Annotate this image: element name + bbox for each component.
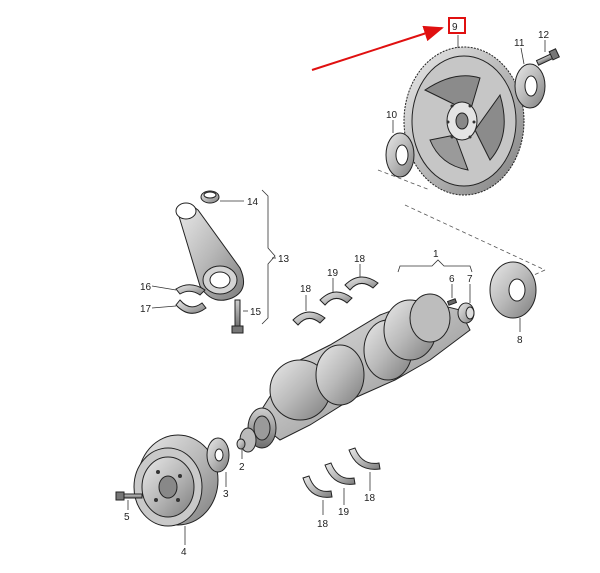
vibration-damper-pulley bbox=[133, 434, 219, 527]
washer-plate-10 bbox=[385, 132, 415, 178]
callout-17: 17 bbox=[140, 304, 152, 315]
bushing-14 bbox=[200, 190, 220, 204]
callout-18-lower-left: 18 bbox=[317, 519, 329, 530]
seal-7 bbox=[457, 302, 475, 324]
connecting-rod bbox=[175, 202, 245, 301]
bearing-shell-18-lower-left bbox=[302, 475, 333, 498]
callout-14: 14 bbox=[247, 197, 259, 208]
callout-18-lower-right: 18 bbox=[364, 493, 376, 504]
callout-1: 1 bbox=[433, 249, 439, 260]
sensor-wheel-8 bbox=[489, 261, 537, 319]
washer-3 bbox=[206, 437, 230, 473]
callout-6: 6 bbox=[449, 274, 455, 285]
rod-bolt-15 bbox=[231, 299, 244, 334]
callout-9: 9 bbox=[452, 22, 458, 33]
drive-plate bbox=[403, 46, 525, 196]
callout-15: 15 bbox=[250, 307, 262, 318]
highlight-arrow bbox=[311, 25, 444, 71]
bearing-shell-18-lower-right bbox=[348, 447, 381, 470]
key-2 bbox=[236, 438, 246, 450]
callout-3: 3 bbox=[223, 489, 229, 500]
leader-lines bbox=[127, 35, 546, 545]
bearing-shell-19-upper bbox=[319, 291, 353, 306]
bearing-shell-16 bbox=[175, 284, 206, 296]
callout-2: 2 bbox=[239, 462, 245, 473]
bearing-shell-18-upper-left bbox=[292, 311, 326, 326]
pulley-bolt-5 bbox=[115, 491, 143, 501]
callout-12: 12 bbox=[538, 30, 550, 41]
callout-18-upper-left: 18 bbox=[300, 284, 312, 295]
bearing-shell-19-lower bbox=[324, 462, 356, 485]
bearing-shell-17 bbox=[175, 299, 207, 314]
callout-16: 16 bbox=[140, 282, 152, 293]
callout-7: 7 bbox=[467, 274, 473, 285]
callout-4: 4 bbox=[181, 547, 187, 558]
pin-6 bbox=[446, 298, 458, 306]
callout-8: 8 bbox=[517, 335, 523, 346]
callout-18-upper-right: 18 bbox=[354, 254, 366, 265]
callout-10: 10 bbox=[386, 110, 398, 121]
callout-19-lower: 19 bbox=[338, 507, 350, 518]
crankshaft bbox=[239, 293, 471, 453]
bearing-shell-18-upper-right bbox=[344, 276, 379, 291]
bolt-12 bbox=[535, 48, 560, 66]
highlight-box bbox=[448, 17, 466, 34]
callout-11: 11 bbox=[514, 38, 525, 49]
washer-plate-11 bbox=[514, 63, 546, 109]
callout-19-upper: 19 bbox=[327, 268, 339, 279]
callout-13: 13 bbox=[278, 254, 290, 265]
callout-5: 5 bbox=[124, 512, 130, 523]
